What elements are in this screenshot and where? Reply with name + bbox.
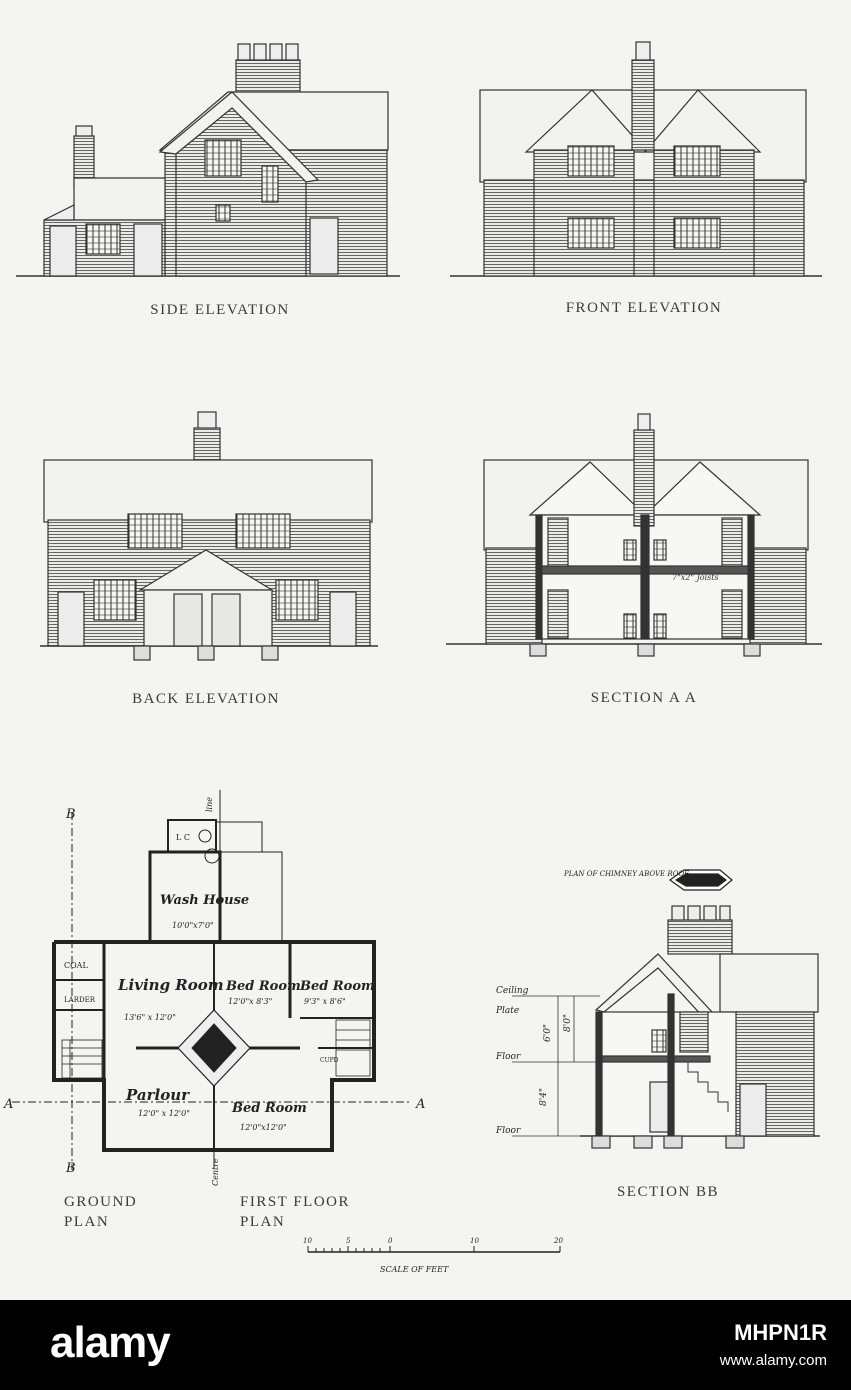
upper-floor-label: Floor <box>495 1052 521 1062</box>
living-room-dim: 13'6" x 12'0" <box>124 1013 176 1022</box>
section-marker-b-top: B <box>65 807 76 822</box>
coal-label: COAL <box>64 961 88 970</box>
joists-label: 7"x2" Joists <box>672 573 719 582</box>
parlour-dim: 12'0" x 12'0" <box>138 1109 190 1118</box>
dim-upper-total: 8'0" <box>563 1014 573 1032</box>
chimney-plan-icon <box>668 869 733 891</box>
bed-room-1-label: Bed Room <box>225 979 301 994</box>
centre-label: Centre <box>211 1158 220 1186</box>
bed-room-1-dim: 12'0"x 8'3" <box>228 997 272 1006</box>
floor-plan-drawing <box>12 790 412 1170</box>
architectural-drawings: 7"x2" Joists <box>3 41 822 1274</box>
caption-section-aa: SECTION A A <box>590 690 698 706</box>
wash-house-dim: 10'0"x7'0" <box>172 921 214 930</box>
lc-label: L C <box>176 833 190 842</box>
plate-label: Plate <box>495 1006 519 1016</box>
lower-floor-label: Floor <box>495 1126 521 1136</box>
image-id: MHPN1R <box>734 1320 827 1345</box>
drawing-sheet: 7"x2" Joists <box>3 41 822 1274</box>
dim-lower: 8'4" <box>539 1088 549 1106</box>
caption-section-bb: SECTION BB <box>616 1184 720 1200</box>
bed-room-2-label: Bed Room <box>299 979 375 994</box>
scale-tick-2: 5 <box>346 1237 351 1245</box>
caption-first-floor-plan: FIRST FLOOR PLAN <box>240 1194 351 1230</box>
side-elevation-drawing <box>16 43 400 277</box>
scale-tick-1: 10 <box>303 1237 312 1245</box>
section-bb-drawing <box>512 905 820 1149</box>
back-elevation-drawing <box>40 411 378 661</box>
section-marker-a-left: A <box>3 1097 13 1112</box>
front-elevation-drawing <box>450 41 822 277</box>
dim-upper: 6'0" <box>543 1024 553 1042</box>
section-marker-a-right: A <box>415 1097 425 1112</box>
bed-room-3-dim: 12'0"x12'0" <box>240 1123 287 1132</box>
wash-house-label: Wash House <box>160 893 249 908</box>
scale-bar <box>307 1246 561 1253</box>
scale-tick-4: 10 <box>470 1237 479 1245</box>
caption-front-elevation: FRONT ELEVATION <box>565 300 723 316</box>
caption-ground-plan: GROUND PLAN <box>64 1194 138 1230</box>
section-aa-drawing <box>446 413 822 657</box>
parlour-label: Parlour <box>125 1086 190 1104</box>
ceiling-label: Ceiling <box>496 986 529 996</box>
chimney-plan-label: PLAN OF CHIMNEY ABOVE ROOF <box>563 870 690 878</box>
bed-room-2-dim: 9'3" x 8'6" <box>304 997 346 1006</box>
larder-label: LARDER <box>64 996 96 1004</box>
living-room-label: Living Room <box>117 976 224 994</box>
line-label: line <box>205 797 214 812</box>
scale-title: SCALE OF FEET <box>380 1265 449 1274</box>
scale-tick-5: 20 <box>553 1237 563 1245</box>
cupd-label: CUPD <box>320 1057 339 1064</box>
watermark-url: www.alamy.com <box>719 1352 827 1369</box>
scale-tick-3: 0 <box>388 1237 393 1245</box>
bed-room-3-label: Bed Room <box>231 1101 307 1116</box>
watermark-banner: alamy MHPN1R www.alamy.com <box>0 1300 851 1390</box>
section-marker-b-bottom: B <box>65 1161 76 1176</box>
caption-back-elevation: BACK ELEVATION <box>132 691 280 707</box>
caption-side-elevation: SIDE ELEVATION <box>150 302 290 318</box>
alamy-logo: alamy <box>50 1318 171 1367</box>
